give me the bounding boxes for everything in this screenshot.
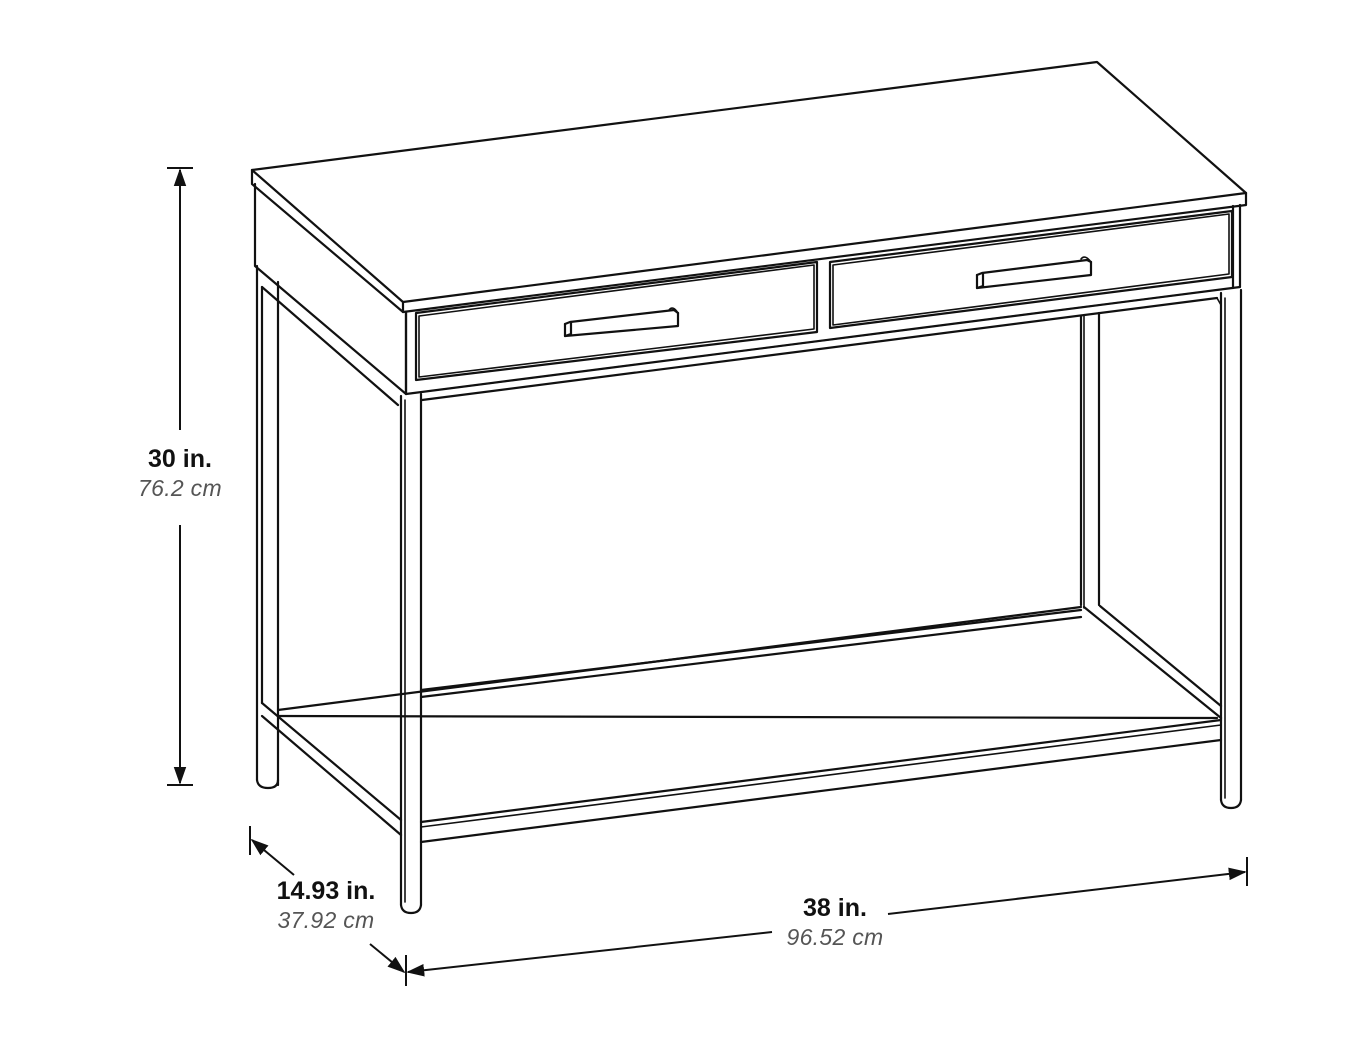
depth-label: 14.93 in. 37.92 cm [258, 876, 394, 934]
leg-front-left [399, 392, 423, 915]
leg-back-left [255, 264, 280, 790]
lower-shelf [260, 604, 1223, 844]
depth-dimension-line [249, 826, 407, 986]
height-dimension-line [167, 167, 193, 786]
drawer-right [828, 209, 1234, 330]
depth-imperial: 14.93 in. [276, 877, 376, 905]
height-metric: 76.2 cm [138, 475, 222, 501]
width-label: 38 in. 96.52 cm [770, 893, 900, 951]
height-imperial: 30 in. [148, 445, 212, 473]
height-label: 30 in. 76.2 cm [120, 444, 240, 502]
drawer-left [414, 260, 819, 382]
drawer-left-handle [563, 307, 680, 338]
depth-metric: 37.92 cm [277, 907, 375, 933]
width-imperial: 38 in. [803, 894, 867, 922]
width-metric: 96.52 cm [786, 924, 884, 950]
leg-back-right [1079, 311, 1101, 609]
leg-front-right [1219, 288, 1243, 810]
table-top [250, 60, 1248, 314]
drawer-right-handle [975, 256, 1093, 290]
width-dimension-line [406, 857, 1248, 977]
frame [255, 264, 1243, 915]
